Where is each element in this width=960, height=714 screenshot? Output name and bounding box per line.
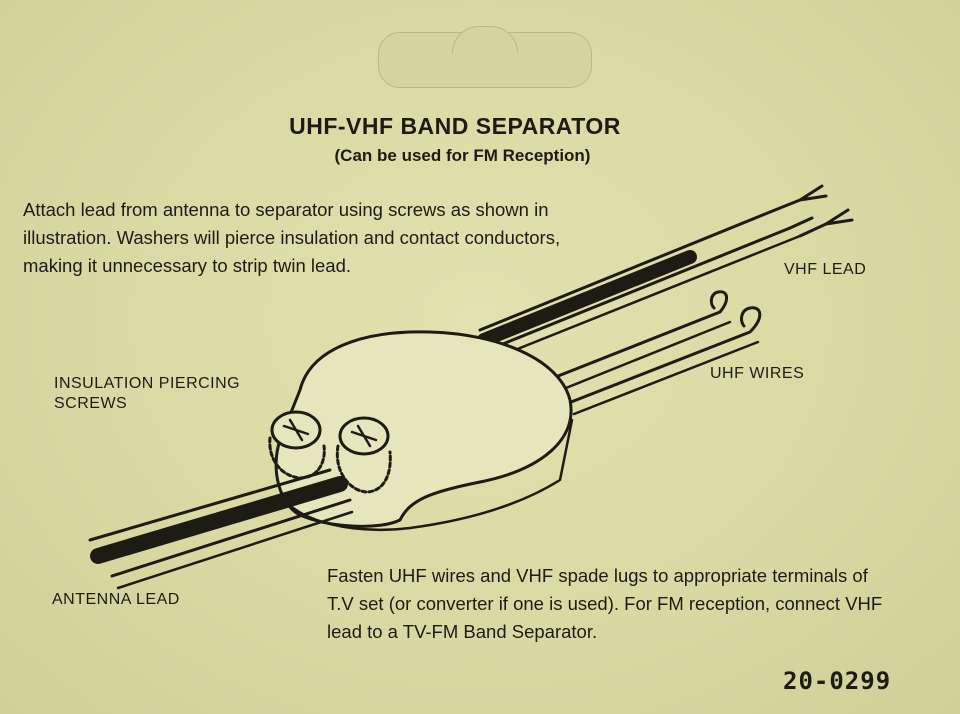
uhf-wires-label: UHF WIRES — [710, 365, 805, 382]
part-number: 20-0299 — [783, 667, 892, 695]
uhf-wires — [546, 290, 762, 416]
intro-instructions: Attach lead from antenna to separator us… — [23, 199, 561, 276]
product-title: UHF-VHF BAND SEPARATOR — [289, 113, 621, 139]
product-subtitle: (Can be used for FM Reception) — [334, 146, 591, 165]
insulation-piercing-screws — [268, 410, 392, 494]
antenna-lead-label: ANTENNA LEAD — [52, 591, 180, 608]
antenna-lead-cable — [88, 468, 354, 590]
insulation-screws-label: INSULATION PIERCING SCREWS — [54, 375, 241, 412]
hang-hole-tab — [452, 26, 518, 53]
vhf-lead-cable — [477, 184, 854, 358]
connection-instructions: Fasten UHF wires and VHF spade lugs to a… — [327, 565, 883, 642]
vhf-lead-label: VHF LEAD — [784, 261, 867, 278]
